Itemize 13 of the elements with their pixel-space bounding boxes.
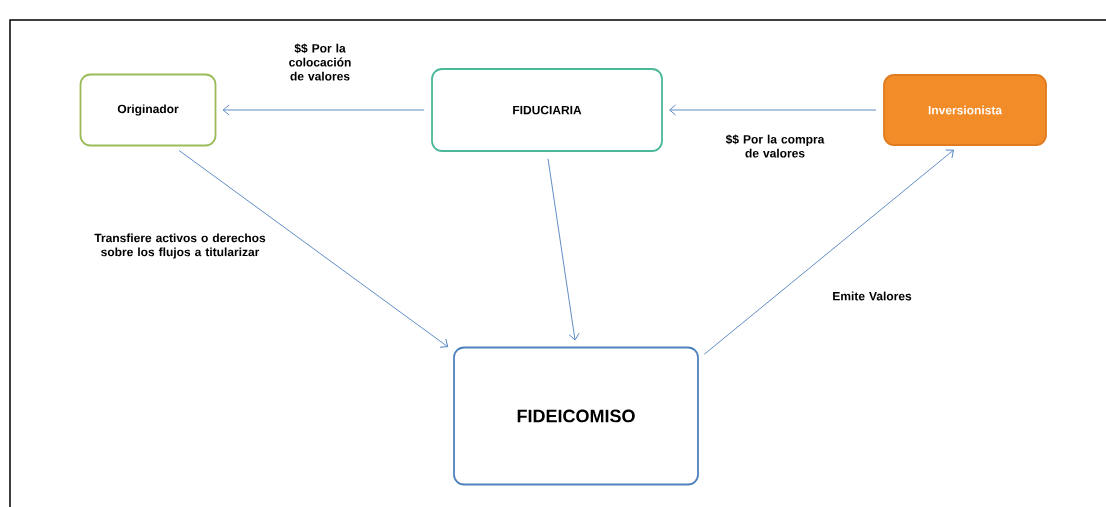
- arrow: [178, 150, 449, 348]
- edge-label: Transfiere activos o derechos sobre los flujos a titularizar: [94, 233, 266, 259]
- edge-label: Emite Valores: [833, 291, 912, 301]
- arrow: [222, 104, 425, 116]
- arrow: [703, 149, 954, 355]
- process-box: Originador: [79, 73, 217, 147]
- edge-label: $$ Por la compra de valores: [725, 134, 825, 158]
- arrow: [547, 158, 580, 341]
- process-box: FIDUCIARIA: [431, 68, 663, 152]
- arrow: [669, 104, 877, 116]
- process-box: Inversionista: [883, 74, 1047, 146]
- edge-label: $$ Por la colocación de valores: [289, 43, 351, 81]
- process-box: FIDEICOMISO: [453, 346, 699, 486]
